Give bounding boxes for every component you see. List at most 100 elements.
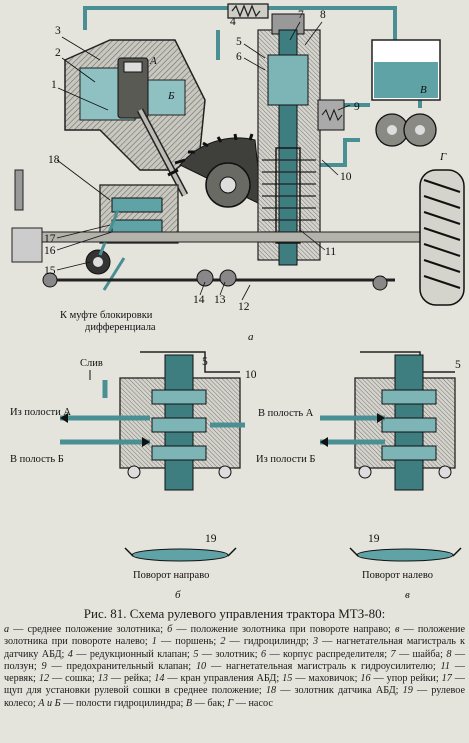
legend-item: Г — насос: [227, 698, 272, 709]
sublabel-a: а: [248, 331, 254, 343]
legend-item: 16 — упор рейки;: [360, 673, 441, 684]
legend-key: б: [167, 624, 173, 635]
v-label-19: 19: [368, 533, 380, 545]
legend-text: — предохранительный клапан;: [46, 660, 196, 672]
legend-text: — полости гидроцилиндра;: [60, 697, 186, 709]
legend-text: — рулевое колесо;: [4, 685, 465, 709]
legend-text: — шайба;: [395, 648, 447, 660]
legend-item: 7 — шайба;: [390, 649, 446, 660]
diagram-b: Слив 5 10 Из полости А В полость Б 19 По…: [10, 351, 257, 601]
label-15: 15: [44, 265, 56, 277]
legend-key: 14: [154, 673, 165, 685]
sector-gear: [167, 133, 263, 208]
legend-item: 1 — поршень;: [152, 636, 221, 647]
label-7: 7: [298, 9, 304, 21]
legend-item: 15 — маховичок;: [282, 673, 360, 684]
to-A-label: В полость А: [258, 408, 314, 419]
legend-item: А и Б — полости гидроцилиндра;: [38, 698, 186, 709]
legend-item: 2 — гидроцилиндр;: [220, 636, 313, 647]
label-4: 4: [230, 16, 236, 28]
legend-item: 11 — червяк;: [4, 661, 465, 684]
diagram-v: 5 В полость А Из полости Б 19 Поворот на…: [256, 351, 462, 601]
label-1: 1: [51, 79, 57, 91]
legend-key: 11: [440, 660, 450, 672]
legend-key: 9: [41, 660, 47, 672]
label-10: 10: [340, 171, 352, 183]
turn-right-label: Поворот направо: [133, 570, 209, 581]
legend-key: 3: [312, 636, 319, 648]
legend-key: 13: [97, 673, 108, 685]
sublabel-v: в: [405, 589, 410, 601]
front-wheel: [419, 169, 465, 306]
label-9: 9: [354, 101, 360, 113]
legend-item: в — положение золотника при повороте нал…: [4, 624, 465, 647]
figure-caption-legend: а — среднее положение золотника; б — пол…: [4, 624, 465, 710]
label-8: 8: [320, 9, 326, 21]
label-5: 5: [236, 36, 242, 48]
pump: [375, 113, 437, 147]
legend-key: 5: [193, 648, 199, 660]
from-B-label: Из полости Б: [256, 454, 315, 465]
hydraulic-cylinder: [64, 39, 206, 197]
legend-text: — среднее положение золотника;: [9, 624, 168, 635]
legend-text: — положение золотника при повороте налев…: [4, 624, 466, 648]
legend-item: 19 — рулевое колесо;: [4, 685, 465, 708]
legend-text: — упор рейки;: [370, 673, 442, 685]
label-A: А: [149, 55, 157, 67]
label-11: 11: [325, 246, 336, 258]
legend-text: — нагнетательная магистраль к датчику АБ…: [4, 636, 465, 660]
label-6: 6: [236, 51, 242, 63]
legend-item: б — положение золотника при повороте нап…: [167, 624, 395, 635]
turn-left-label: Поворот налево: [362, 570, 433, 581]
legend-key: а: [4, 624, 10, 635]
label-16: 16: [44, 245, 56, 257]
legend-text: — кран управления АБД;: [164, 673, 283, 685]
legend-key: 16: [360, 673, 371, 685]
legend-item: 10 — нагнетательная магистраль к гидроус…: [196, 661, 441, 672]
tank: [371, 39, 441, 101]
legend-item: 4 — редукционный клапан;: [68, 649, 194, 660]
legend-key: 19: [402, 685, 413, 697]
legend-key: 4: [67, 648, 73, 660]
front-axle: [11, 169, 423, 291]
legend-item: 9 — предохранительный клапан;: [42, 661, 196, 672]
sublabel-b: б: [175, 589, 181, 601]
distributor-column: [257, 13, 345, 266]
label-13: 13: [214, 294, 226, 306]
v-label-5: 5: [455, 359, 461, 371]
legend-item: 5 — золотник;: [193, 649, 261, 660]
b-label-5: 5: [202, 356, 208, 368]
legend-item: 8 — ползун;: [4, 649, 465, 672]
legend-key: 17: [441, 673, 452, 685]
legend-item: 17 — щуп для установки рулевой сошки в с…: [4, 673, 465, 696]
legend-key: 18: [265, 685, 277, 697]
legend-text: — золотник датчика АБД;: [276, 685, 403, 697]
legend-text: — рейка;: [107, 673, 155, 685]
drain-label: Слив: [80, 358, 103, 369]
legend-text: — ползун;: [4, 648, 466, 672]
label-17: 17: [44, 233, 56, 245]
legend-key: В: [185, 697, 193, 709]
legend-key: 8: [446, 648, 452, 660]
legend-key: в: [394, 624, 400, 635]
legend-text: — маховичок;: [292, 673, 361, 685]
legend-text: — корпус распределителя;: [266, 648, 391, 660]
legend-text: — положение золотника при повороте напра…: [172, 624, 395, 635]
label-12: 12: [238, 301, 250, 313]
legend-item: 14 — кран управления АБД;: [154, 673, 282, 684]
legend-item: 18 — золотник датчика АБД;: [266, 685, 403, 696]
legend-key: 2: [220, 636, 226, 648]
legend-item: 13 — рейка;: [98, 673, 155, 684]
diagram-a: 3 2 1 4 5 6 7 8 9 10 11 18 17 16 15 14 1…: [11, 3, 465, 343]
legend-text: — поршень;: [156, 636, 221, 648]
legend-item: 12 — сошка;: [39, 673, 98, 684]
legend-item: В — бак;: [186, 698, 228, 709]
legend-key: 1: [151, 636, 157, 648]
legend-item: 3 — нагнетательная магистраль к датчику …: [4, 636, 465, 659]
diff-lock-label-1: К муфте блокировки: [60, 310, 153, 321]
legend-item: 6 — корпус распределителя;: [261, 649, 391, 660]
b-label-10: 10: [245, 369, 257, 381]
legend-text: — золотник;: [198, 648, 261, 660]
leader-lines: [56, 21, 351, 301]
steering-diagram: 3 2 1 4 5 6 7 8 9 10 11 18 17 16 15 14 1…: [10, 3, 465, 601]
